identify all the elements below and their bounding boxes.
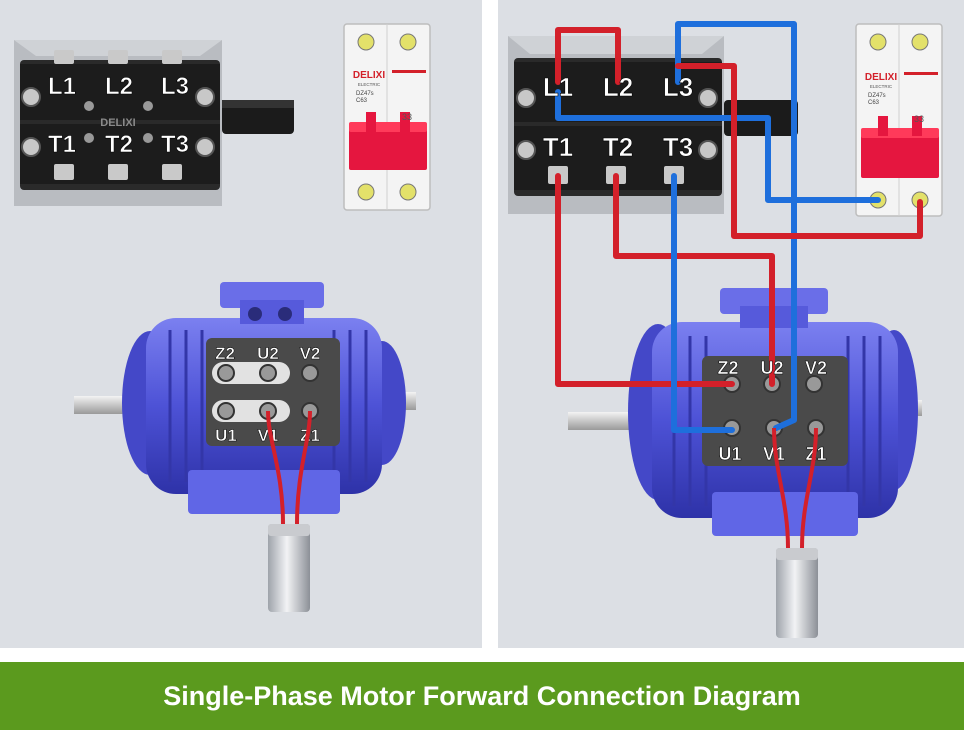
panel-gap: [482, 0, 498, 648]
switch-label-l2: L2: [105, 73, 133, 100]
breaker-model: DZ47s: [868, 93, 886, 99]
left-panel: DELIXI L1 L2 L3 T1 T2 T3 DELIXI ELECTRIC…: [0, 0, 482, 648]
motor-label-u1: U1: [215, 426, 237, 445]
motor-label-u1: U1: [718, 444, 741, 464]
motor-label-z2: Z2: [717, 358, 738, 378]
breaker-brand: DELIXI: [353, 70, 385, 81]
breaker-model: DZ47s: [356, 91, 374, 97]
wire-l3-to-breaker: [675, 63, 923, 239]
motor-label-u2: U2: [257, 344, 279, 363]
switch-label-t2: T2: [603, 132, 633, 162]
switch-label-l3: L3: [161, 73, 189, 100]
breaker-sub-brand: ELECTRIC: [870, 84, 893, 89]
wire-t3-to-u1: [671, 173, 735, 433]
wire-l1-to-breaker: [555, 89, 881, 203]
circuit-breaker: [343, 23, 431, 211]
wire-l1-l2-bridge: [555, 27, 621, 85]
breaker-rating: C63: [356, 98, 368, 104]
right-diagram: DELIXI ELECTRIC DZ47s C63 33: [508, 21, 943, 638]
capacitor-leads: [772, 427, 818, 549]
switch-label-t3: T3: [663, 132, 693, 162]
switch-label-l1: L1: [48, 73, 76, 100]
motor-label-u2: U2: [760, 358, 783, 378]
switch-box: [508, 36, 798, 214]
breaker-rating: C63: [868, 100, 880, 106]
motor: [568, 288, 922, 536]
capacitor-leads: [266, 410, 312, 525]
left-diagram: DELIXI L1 L2 L3 T1 T2 T3 DELIXI ELECTRIC…: [14, 23, 431, 612]
breaker-brand: DELIXI: [865, 72, 897, 83]
breaker-number: 33: [402, 112, 412, 122]
switch-label-l2: L2: [603, 72, 633, 102]
switch-label-l1: L1: [543, 72, 573, 102]
motor-label-v2: V2: [300, 344, 321, 363]
switch-label-t1: T1: [543, 132, 573, 162]
caption-text: Single-Phase Motor Forward Connection Di…: [163, 681, 801, 711]
breaker-number: 33: [914, 114, 924, 124]
circuit-breaker: [855, 23, 943, 217]
capacitor: [776, 548, 818, 638]
motor-label-z2: Z2: [215, 344, 235, 363]
right-panel: DELIXI ELECTRIC DZ47s C63 33: [498, 0, 964, 648]
switch-label-t1: T1: [48, 131, 76, 158]
switch-box: [14, 40, 294, 206]
caption-bar: Single-Phase Motor Forward Connection Di…: [0, 662, 964, 730]
switch-label-t2: T2: [105, 131, 133, 158]
switch-label-l3: L3: [663, 72, 693, 102]
switch-knob[interactable]: [222, 100, 294, 134]
wire-t2-to-u2: [613, 173, 775, 387]
capacitor: [268, 524, 310, 612]
motor: [74, 282, 416, 514]
breaker-sub-brand: ELECTRIC: [358, 82, 381, 87]
breaker-handle[interactable]: [349, 128, 427, 170]
motor-label-v2: V2: [805, 358, 827, 378]
switch-brand-plate: DELIXI: [100, 117, 135, 129]
breaker-handle[interactable]: [861, 134, 939, 178]
wire-l3-to-v1: [675, 21, 797, 431]
wiring: [555, 21, 923, 433]
switch-label-t3: T3: [161, 131, 189, 158]
